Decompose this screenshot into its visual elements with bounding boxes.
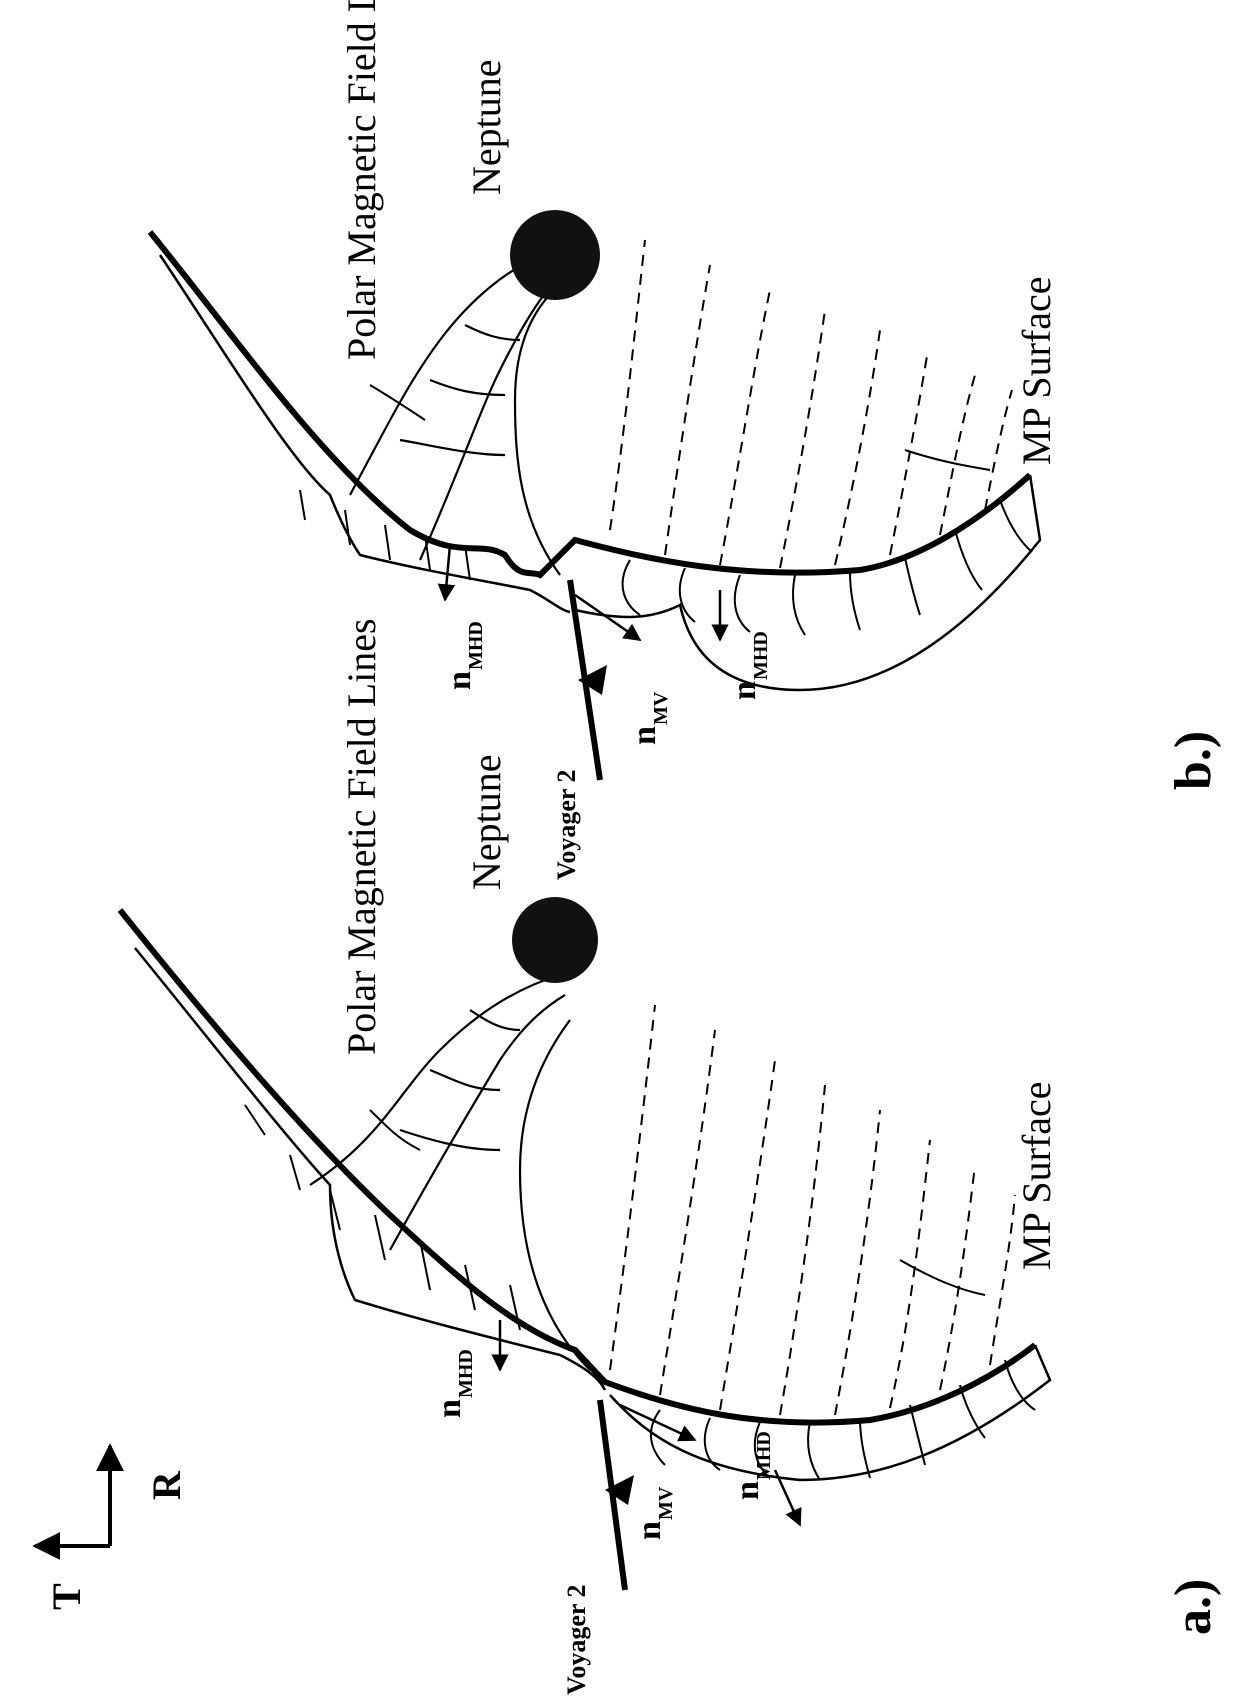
mp-surface-callout: [905, 450, 990, 470]
tail-field-lines-dashed: [610, 240, 1012, 568]
magnetopause-inner-line-bottom: [575, 475, 1040, 690]
panel-b: Polar Magnetic Field Lines Neptune MP Su…: [150, 0, 1222, 880]
normal-mv-arrow: [620, 1405, 695, 1440]
svg-text:MHD: MHD: [455, 1349, 477, 1398]
svg-text:n: n: [729, 1481, 766, 1500]
planet-label: Neptune: [464, 59, 509, 195]
svg-text:n: n: [626, 726, 663, 745]
mp-surface-callout: [900, 1260, 985, 1295]
coordinate-axes: T R: [35, 1446, 189, 1610]
svg-text:MHD: MHD: [750, 631, 772, 680]
normal-mhd-top-label: n MHD: [431, 1349, 477, 1418]
svg-text:n: n: [441, 671, 478, 690]
panel-label: b.): [1165, 731, 1222, 790]
magnetopause-inner-line-bottom: [610, 1345, 1050, 1480]
normal-mhd-bottom-label: n MHD: [729, 1431, 775, 1500]
magnetopause-outer-line: [150, 232, 1030, 575]
field-lines-label: Polar Magnetic Field Lines: [339, 618, 384, 1055]
normal-mhd-top-label: n MHD: [441, 621, 487, 690]
svg-text:n: n: [726, 681, 763, 700]
r-axis-label: R: [144, 1470, 189, 1500]
neptune-planet: [510, 210, 600, 300]
planet-label: Neptune: [464, 754, 509, 890]
svg-text:MHD: MHD: [465, 621, 487, 670]
tail-field-lines-dashed: [610, 1005, 1015, 1415]
magnetopause-outer-line: [120, 910, 1035, 1423]
neptune-planet: [512, 897, 598, 983]
panel-label: a.): [1165, 1579, 1222, 1635]
surface-label: MP Surface: [1014, 1082, 1059, 1270]
svg-text:n: n: [631, 1521, 668, 1540]
field-lines-callout: [370, 1110, 420, 1150]
svg-text:n: n: [431, 1399, 468, 1418]
svg-text:MV: MV: [650, 691, 672, 725]
normal-mv-label: n MV: [626, 691, 672, 745]
svg-text:MHD: MHD: [753, 1431, 775, 1480]
spacecraft-label: Voyager 2: [552, 770, 581, 881]
field-lines-label: Polar Magnetic Field Lines: [339, 0, 384, 360]
panel-a: Polar Magnetic Field Lines Neptune MP Su…: [120, 618, 1222, 1695]
svg-text:MV: MV: [655, 1486, 677, 1520]
t-axis-label: T: [44, 1583, 89, 1610]
normal-mv-label: n MV: [631, 1486, 677, 1540]
spacecraft-label: Voyager 2: [562, 1585, 591, 1696]
surface-label: MP Surface: [1014, 277, 1059, 465]
field-lines-callout: [370, 385, 425, 420]
normal-mhd-bottom-label: n MHD: [726, 631, 772, 700]
